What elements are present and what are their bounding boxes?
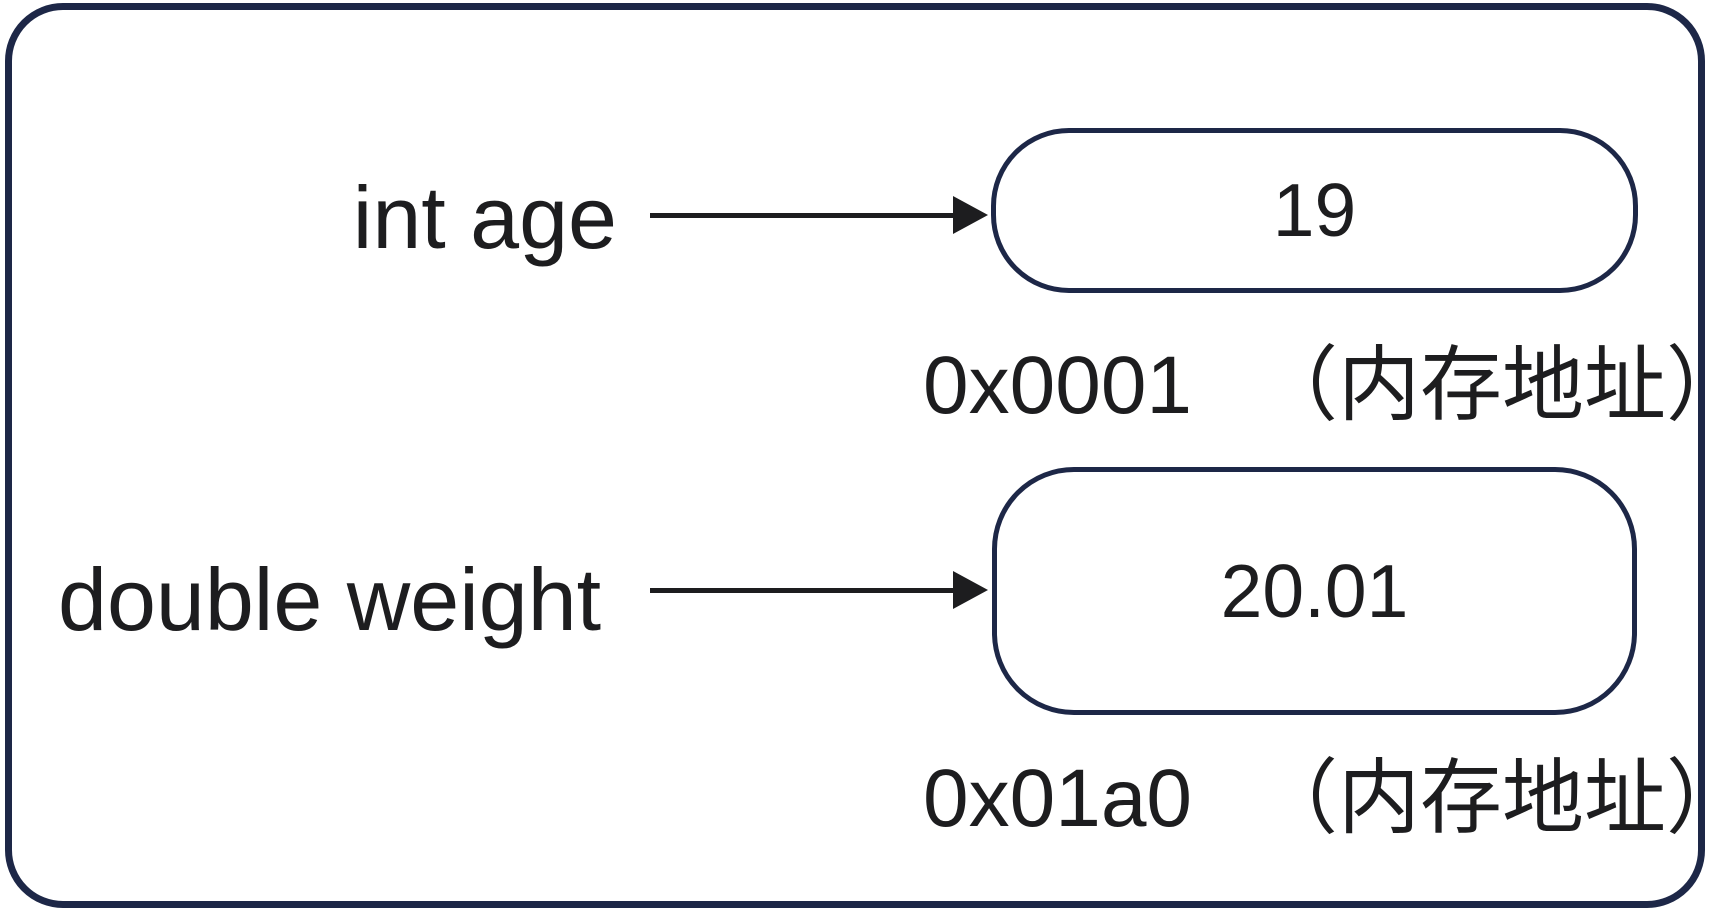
address-value: 0x01a0 bbox=[923, 753, 1193, 844]
memory-box-weight: 20.01 bbox=[992, 467, 1637, 715]
variable-label-double-weight: double weight bbox=[58, 550, 602, 649]
memory-value-age: 19 bbox=[1272, 168, 1357, 252]
arrow-line bbox=[650, 588, 953, 593]
arrow-line bbox=[650, 213, 953, 218]
arrowhead-icon bbox=[953, 571, 988, 609]
arrowhead-icon bbox=[953, 196, 988, 234]
address-caption-age: 0x0001（内存地址） bbox=[923, 345, 1713, 427]
memory-box-age: 19 bbox=[991, 128, 1638, 293]
address-value: 0x0001 bbox=[923, 340, 1193, 431]
address-note: （内存地址） bbox=[1256, 340, 1713, 431]
address-note: （内存地址） bbox=[1256, 753, 1713, 844]
variable-label-int-age: int age bbox=[352, 168, 617, 267]
memory-value-weight: 20.01 bbox=[1220, 548, 1409, 633]
address-caption-weight: 0x01a0（内存地址） bbox=[923, 758, 1713, 840]
